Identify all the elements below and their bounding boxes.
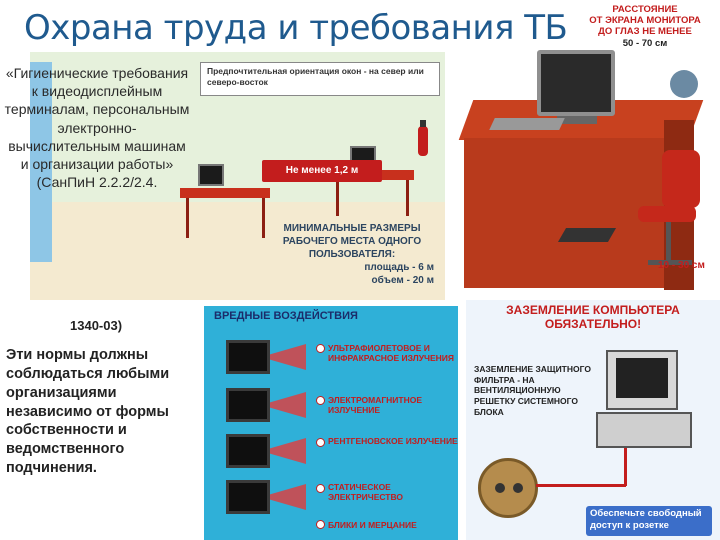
chair-base [648, 260, 692, 265]
chair-pole [666, 222, 671, 262]
radiation-ray [270, 344, 306, 370]
grounding-note: ЗАЗЕМЛЕНИЕ ЗАЩИТНОГО ФИЛЬТРА - НА ВЕНТИЛ… [474, 364, 591, 417]
monitor-stand [557, 116, 597, 124]
room-floor [30, 202, 445, 300]
ground-wire [536, 484, 626, 487]
harmful-effects-poster: ВРЕДНЫЕ ВОЗДЕЙСТВИЯ УЛЬТРАФИОЛЕТОВОЕ И И… [204, 306, 458, 540]
grounding-title-line: ЗАЗЕМЛЕНИЕ КОМПЬЮТЕРА [506, 303, 680, 317]
bullet-icon [316, 520, 325, 529]
distance-badge: Не менее 1,2 м [262, 160, 382, 182]
distance-line: ДО ГЛАЗ НЕ МЕНЕЕ [598, 26, 692, 38]
harm-item: СТАТИЧЕСКОЕ ЭЛЕКТРИЧЕСТВО [328, 482, 404, 503]
window [30, 62, 52, 262]
chair-seat [638, 206, 696, 222]
footrest-height: 10 - 30 см [658, 260, 705, 271]
monitor-icon [606, 350, 678, 410]
monitor-icon [537, 50, 615, 116]
distance-value: 50 - 70 см [622, 37, 668, 49]
harm-title: ВРЕДНЫЕ ВОЗДЕЙСТВИЯ [214, 310, 358, 322]
radiation-ray [270, 392, 306, 418]
desk-leg [186, 198, 189, 238]
radiation-ray [270, 438, 306, 464]
sizes-volume: объем - 20 м [371, 275, 434, 286]
sanpin-number: 1340-03) [70, 318, 123, 333]
desk-leg [336, 180, 339, 216]
footrest-icon [557, 228, 617, 242]
monitor-distance-label: РАССТОЯНИЕ ОТ ЭКРАНА МОНИТОРА ДО ГЛАЗ НЕ… [570, 4, 720, 49]
harm-item: ЭЛЕКТРОМАГНИТНОЕ ИЗЛУЧЕНИЕ [328, 395, 423, 416]
harm-item: РЕНТГЕНОВСКОЕ ИЗЛУЧЕНИЕ [328, 436, 458, 446]
fire-extinguisher-icon [418, 120, 428, 156]
socket-access-tip: Обеспечьте свободный доступ к розетке [586, 506, 712, 536]
desk-leg [262, 198, 265, 238]
desk-poster-image: РАССТОЯНИЕ ОТ ЭКРАНА МОНИТОРА ДО ГЛАЗ НЕ… [452, 0, 720, 300]
socket-hole [513, 483, 523, 493]
distance-line: ОТ ЭКРАНА МОНИТОРА [589, 15, 701, 27]
bullet-icon [316, 344, 325, 353]
monitor-icon [226, 434, 270, 468]
ground-wire [624, 448, 627, 486]
desk-front [464, 138, 664, 288]
sizes-title: МИНИМАЛЬНЫЕ РАЗМЕРЫ РАБОЧЕГО МЕСТА ОДНОГ… [282, 223, 422, 260]
monitor-icon [226, 480, 270, 514]
grounding-poster: ЗАЗЕМЛЕНИЕ КОМПЬЮТЕРА ОБЯЗАТЕЛЬНО! ЗАЗЕМ… [466, 300, 720, 540]
workplace-sizes: МИНИМАЛЬНЫЕ РАЗМЕРЫ РАБОЧЕГО МЕСТА ОДНОГ… [262, 222, 442, 287]
power-socket-icon [478, 458, 538, 518]
bullet-icon [316, 396, 325, 405]
desk-leg [406, 180, 409, 216]
monitor-icon [198, 164, 224, 186]
harm-item: БЛИКИ И МЕРЦАНИЕ [328, 520, 417, 530]
monitor-icon [226, 388, 270, 422]
grounding-title: ЗАЗЕМЛЕНИЕ КОМПЬЮТЕРА ОБЯЗАТЕЛЬНО! [466, 303, 720, 332]
system-unit-icon [596, 412, 692, 448]
socket-hole [495, 483, 505, 493]
bullet-icon [316, 438, 325, 447]
chair-back [662, 150, 700, 208]
radiation-ray [270, 484, 306, 510]
window-orientation-banner: Предпочтительная ориентация окон - на се… [200, 62, 440, 96]
keyboard-icon [489, 118, 565, 130]
hygiene-requirements-text: «Гигиенические требования к видеодисплей… [4, 65, 190, 191]
monitor-screen [616, 358, 668, 398]
bullet-icon [316, 484, 325, 493]
distance-line: РАССТОЯНИЕ [612, 4, 678, 15]
slide-title: Охрана труда и требования ТБ [24, 8, 568, 48]
harm-item: УЛЬТРАФИОЛЕТОВОЕ И ИНФРАКРАСНОЕ ИЗЛУЧЕНИ… [328, 343, 454, 364]
lamp-icon [670, 70, 698, 98]
norms-text: Эти нормы должны соблюдаться любыми орга… [6, 347, 170, 477]
monitor-icon [226, 340, 270, 374]
grounding-title-line: ОБЯЗАТЕЛЬНО! [544, 316, 642, 331]
desk [180, 188, 270, 198]
sizes-area: площадь - 6 м [364, 262, 434, 273]
room-poster-image: Предпочтительная ориентация окон - на се… [30, 52, 445, 300]
